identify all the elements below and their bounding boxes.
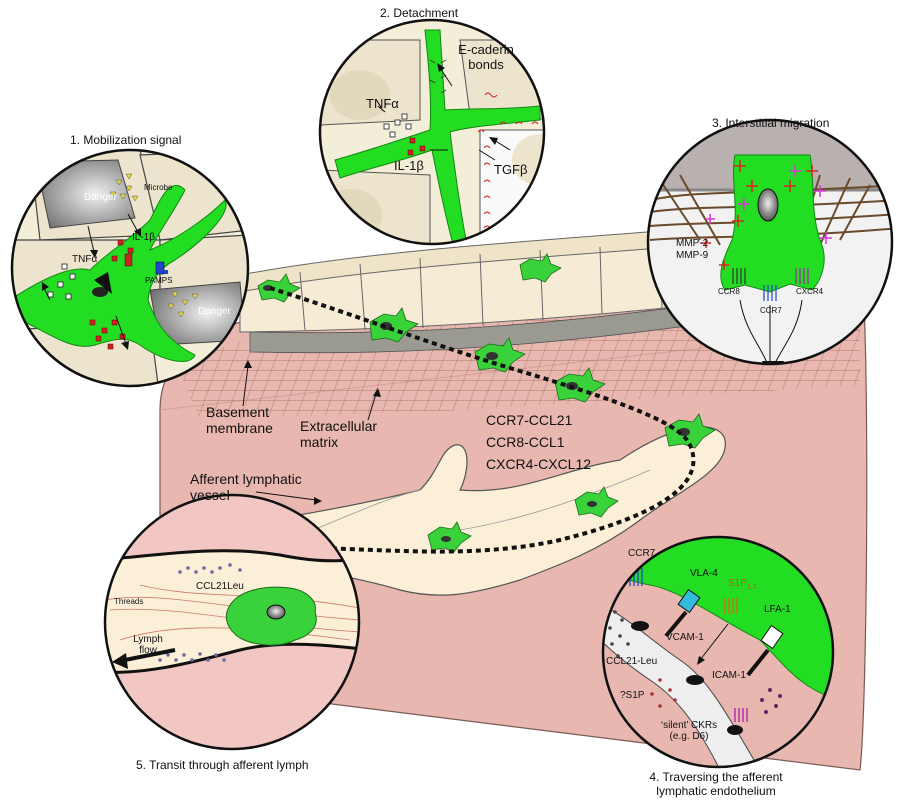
circle-interstitial-migration <box>646 118 894 366</box>
ccr7-label-c4: CCR7 <box>628 548 656 559</box>
step-5-label: 5. Transit through afferent lymph <box>136 758 309 772</box>
basement-line2: membrane <box>206 420 273 436</box>
threads-label: Threads <box>114 597 144 606</box>
pamps-label: PAMPS <box>145 276 173 285</box>
ccr8-label: CCR8 <box>718 287 740 296</box>
ecadherin-label: E-caderin bonds <box>446 42 526 72</box>
migration-path <box>269 286 696 554</box>
step-4-label: 4. Traversing the afferent lymphatic end… <box>596 770 836 798</box>
lymph-flow-label: Lymph flow <box>126 634 170 656</box>
silent-ckrs-label: ‘silent’ CKRs (e.g. D6) <box>644 720 734 742</box>
ecadherin-line1: E-caderin <box>458 42 514 57</box>
afferent-line2: vessel <box>190 487 230 503</box>
tgfb-label: TGFβ <box>494 162 528 177</box>
extracellular-matrix-label: Extracellular matrix <box>300 418 377 450</box>
danger-bottom-label: Danger <box>198 306 231 317</box>
il1b-label-c2: IL-1β <box>394 158 424 173</box>
circle-traversing-endothelium <box>601 535 835 769</box>
cxcr4-label: CXCR4 <box>796 287 824 296</box>
ccr7-ccl21-label: CCR7-CCL21 <box>486 412 573 428</box>
lymph-flow-line2: flow <box>139 645 157 656</box>
tnfa-label-c2: TNFα <box>366 96 399 111</box>
ccl21leu-label-c4: CCL21-Leu <box>606 656 658 667</box>
ecm-line1: Extracellular <box>300 418 378 434</box>
dendritic-cell <box>334 29 541 244</box>
mmp9-label: MMP-9 <box>676 250 709 261</box>
basement-membrane-label: Basement membrane <box>206 404 273 436</box>
afferent-vessel-label: Afferent lymphatic vessel <box>190 471 302 503</box>
basement-line1: Basement <box>206 404 270 420</box>
dendritic-cell <box>720 154 825 293</box>
vcam1-label: VCAM-1 <box>666 632 704 643</box>
icam1-label: ICAM-1 <box>712 670 746 681</box>
step-1-label: 1. Mobilization signal <box>70 133 182 147</box>
ecadherin-line2: bonds <box>468 57 504 72</box>
microbe-label: Microbe <box>144 183 173 192</box>
lymph-flow-line1: Lymph <box>133 634 163 645</box>
s1p12-text: S1P <box>728 578 747 589</box>
step-4-line2: lymphatic endothelium <box>656 784 776 798</box>
s1p12-sub: 1,2 <box>746 584 757 591</box>
dendritic-cell <box>12 184 227 363</box>
mmp2-label: MMP-2 <box>676 238 709 249</box>
silent-ckrs-line2: (e.g. D6) <box>669 731 709 742</box>
step-4-line1: 4. Traversing the afferent <box>649 770 783 784</box>
il1b-label-c1: IL-1β <box>132 232 155 243</box>
step-2-label: 2. Detachment <box>380 6 459 20</box>
ccr8-ccl1-label: CCR8-CCL1 <box>486 434 565 450</box>
step-3-label: 3. Interstitial migration <box>712 116 830 130</box>
silent-ckrs-line1: ‘silent’ CKRs <box>660 720 718 731</box>
lfa1-label: LFA-1 <box>764 604 791 615</box>
ecm-line2: matrix <box>300 434 339 450</box>
vla4-label: VLA-4 <box>690 568 718 579</box>
ccr7-label-c3: CCR7 <box>760 306 782 315</box>
s1p-label: ?S1P <box>620 690 645 701</box>
danger-top-label: Danger <box>84 192 117 203</box>
afferent-line1: Afferent lymphatic <box>190 471 302 487</box>
circle-detachment <box>318 18 546 246</box>
s1p12-label: S1P1,2 <box>728 578 757 591</box>
tnfa-label-c1: TNFα <box>72 254 98 265</box>
circle-transit-lymph <box>103 493 361 751</box>
danger-cell-top <box>35 159 136 229</box>
ccl21leu-label-c5: CCL21Leu <box>196 581 244 592</box>
cxcr4-cxcl12-label: CXCR4-CXCL12 <box>486 456 592 472</box>
circle-mobilization <box>10 148 250 388</box>
afferent-lymphatic-vessel <box>269 426 726 596</box>
